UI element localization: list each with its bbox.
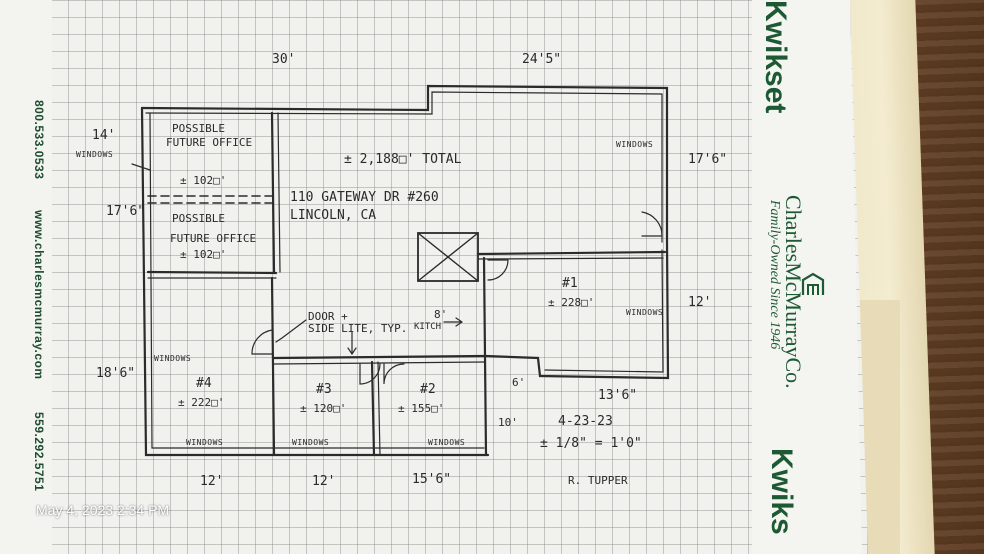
door-swing-room-1	[487, 259, 509, 281]
corridor-wall	[272, 354, 486, 360]
dim-bottom-1: 12'	[200, 474, 224, 489]
door-swing-main	[641, 211, 663, 237]
drawing-author: R. TUPPER	[568, 474, 628, 487]
room-1-top-wall-2	[477, 257, 664, 260]
dim-right-upper: 17'6"	[688, 152, 728, 167]
room-1-area: ± 228□'	[548, 296, 595, 309]
room-3-2-wall-2	[377, 361, 381, 456]
room-4-right-wall	[270, 276, 276, 457]
room-3-area: ± 120□'	[300, 402, 347, 415]
dim-top-left: 30'	[272, 52, 296, 67]
office-2-line2: FUTURE OFFICE	[170, 232, 257, 245]
right-wall-lower	[484, 240, 670, 380]
room-2-label: #2	[420, 382, 436, 397]
windows-right-top: WINDOWS	[616, 140, 654, 149]
dim-bottom-3: 15'6"	[412, 472, 452, 487]
left-margin-strip	[0, 0, 52, 554]
door-swing-room-3	[359, 363, 381, 385]
door-swing-room-4	[251, 329, 273, 355]
windows-bottom-1: WINDOWS	[186, 438, 224, 447]
dim-left-upper: 17'6"	[106, 204, 146, 219]
windows-label-left-top: WINDOWS	[76, 150, 114, 159]
drawing-date: 4-23-23	[558, 414, 613, 429]
dim-8: 8'	[434, 308, 448, 321]
dim-bottom-right: 13'6"	[598, 388, 638, 403]
kitchen-arrow	[443, 317, 464, 327]
dim-left-lower: 18'6"	[96, 366, 136, 381]
corridor-wall-2	[273, 361, 485, 365]
office-1-line2: FUTURE OFFICE	[166, 136, 253, 149]
room-2-area: ± 155□'	[398, 402, 445, 415]
dim-bottom-2: 12'	[312, 474, 336, 489]
door-note-line2: SIDE LITE, TYP.	[308, 322, 408, 335]
cm-logo-icon	[801, 272, 825, 295]
windows-right-mid: WINDOWS	[626, 308, 664, 317]
windows-arrow	[131, 163, 151, 171]
dim-right-lower: 12'	[688, 295, 712, 310]
room-1-label: #1	[562, 276, 578, 291]
photo-timestamp: May 4, 2023 2:34 PM	[36, 502, 170, 518]
room-4-label: #4	[196, 376, 212, 391]
dim-window-top: 14'	[92, 128, 116, 143]
room-1-left-wall	[482, 256, 488, 457]
office-partition-vertical-2	[277, 112, 281, 273]
door-swing-room-2	[383, 363, 405, 385]
windows-left-mid: WINDOWS	[154, 354, 192, 363]
dim-top-right: 24'5"	[522, 52, 562, 67]
office-1-line1: POSSIBLE	[172, 122, 225, 135]
windows-bottom-3: WINDOWS	[428, 438, 466, 447]
kitchen-label: KITCH	[414, 322, 442, 332]
room-1-top-wall	[476, 250, 667, 256]
elevator-box	[417, 232, 479, 282]
office-1-area: ± 102□'	[180, 174, 227, 187]
door-note-arrow	[347, 331, 357, 356]
office-2-line1: POSSIBLE	[172, 212, 225, 225]
address-line-1: 110 GATEWAY DR #260	[290, 190, 439, 205]
office-partition-vertical	[270, 111, 276, 274]
windows-bottom-2: WINDOWS	[292, 438, 330, 447]
office-bottom-wall	[146, 270, 278, 275]
dim-6: 6'	[512, 376, 526, 389]
address-line-2: LINCOLN, CA	[290, 208, 377, 223]
office-2-area: ± 102□'	[180, 248, 227, 261]
total-area: ± 2,188□' TOTAL	[344, 152, 462, 167]
right-wall-lower-double	[544, 249, 664, 373]
drawing-scale: ± 1/8" = 1'0"	[540, 436, 642, 451]
door-note-line1: DOOR +	[308, 310, 348, 323]
outer-wall	[140, 84, 669, 244]
room-3-label: #3	[316, 382, 332, 397]
room-4-area: ± 222□'	[178, 396, 225, 409]
door-note-leader	[275, 319, 307, 343]
elevator-cross	[417, 232, 479, 282]
outer-wall-double	[145, 91, 663, 243]
room-3-2-wall	[370, 360, 376, 457]
dim-10: 10'	[498, 416, 518, 429]
